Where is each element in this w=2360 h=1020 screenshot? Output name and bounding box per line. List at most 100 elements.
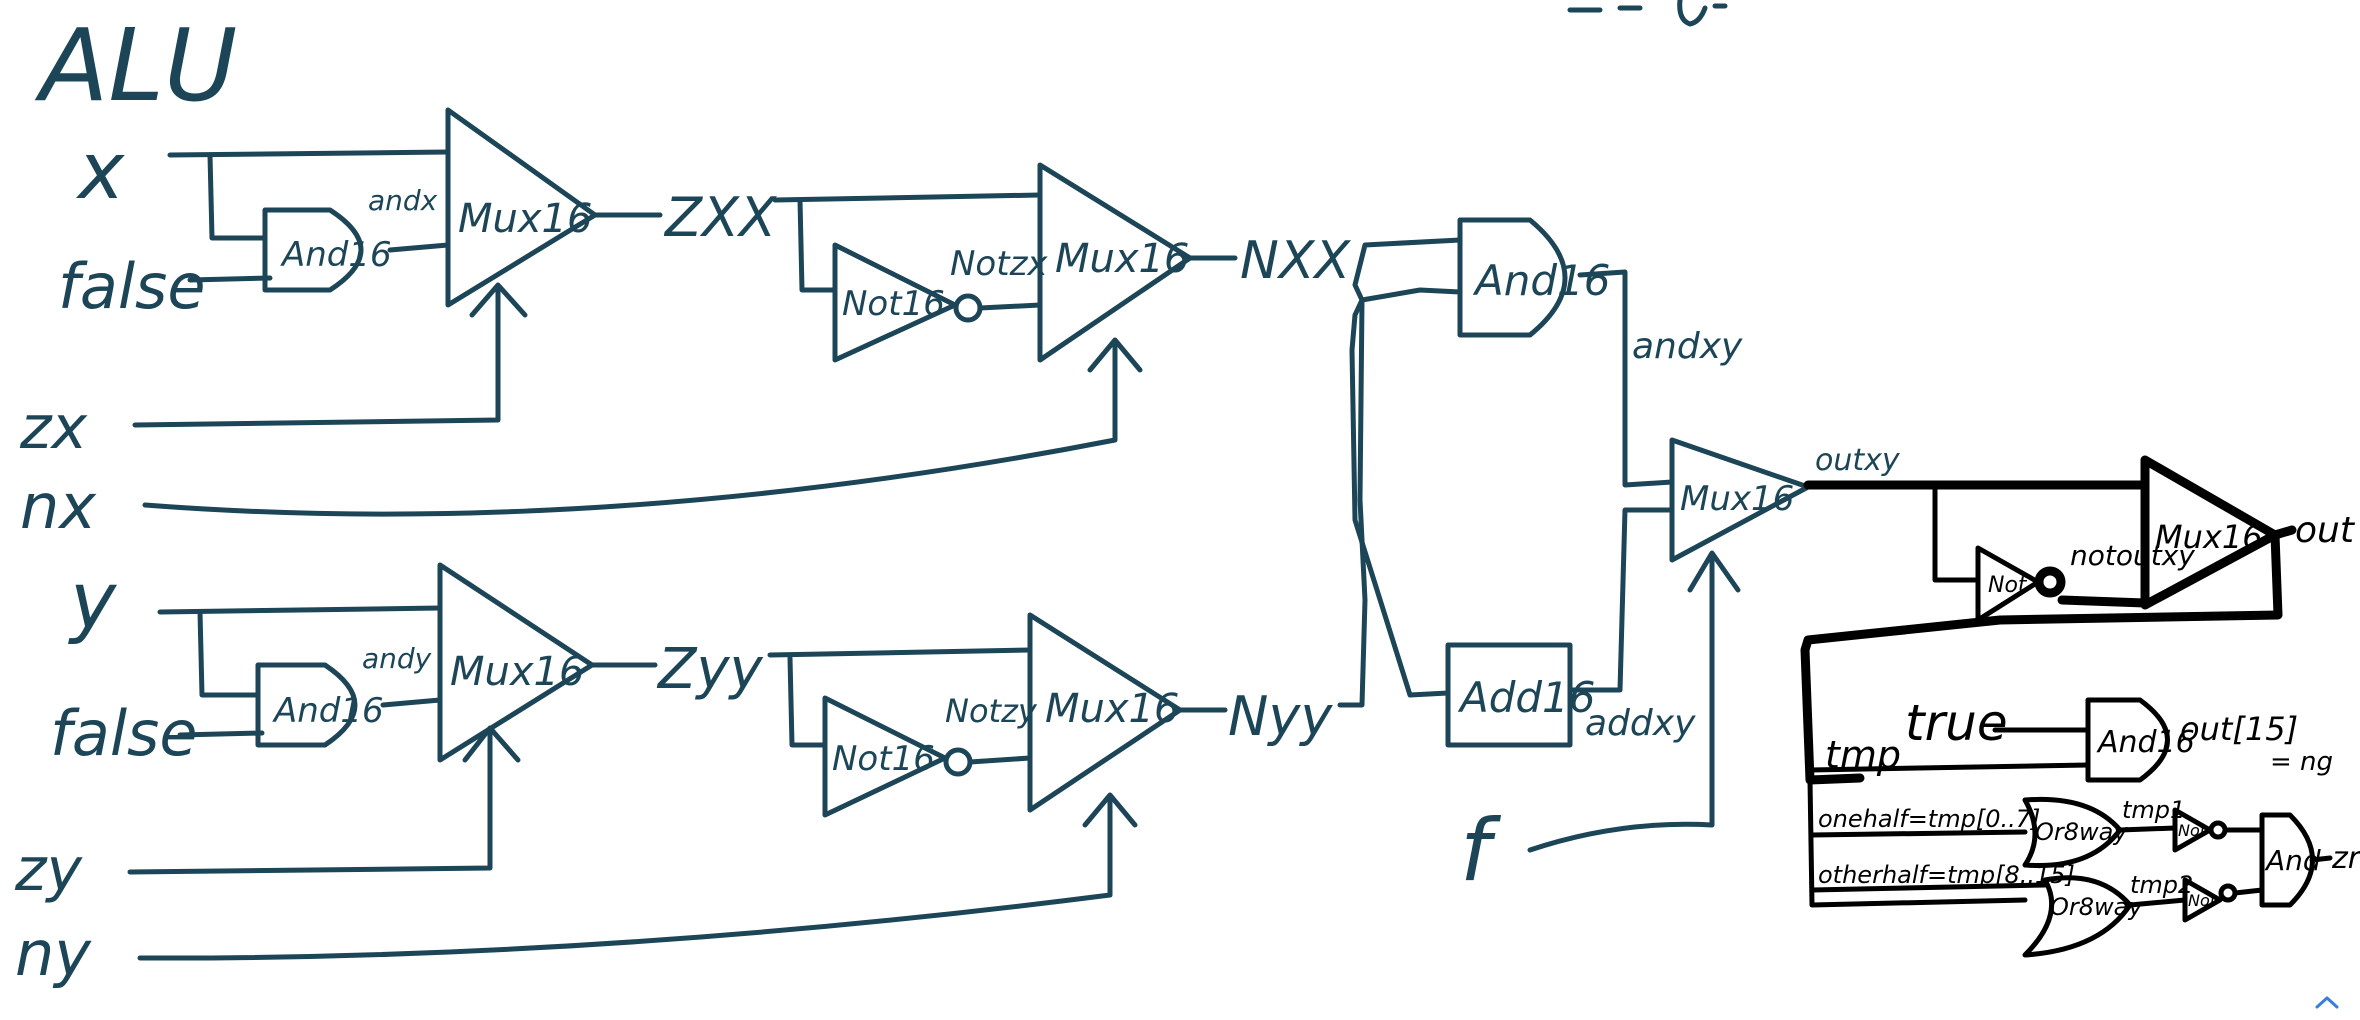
wire-f-select — [1527, 550, 1741, 853]
wire-otherhalf — [1809, 882, 2048, 893]
signal-andy-label: andy — [362, 642, 432, 675]
not-tmp1-gate — [2172, 807, 2213, 853]
input-y-label: y — [68, 557, 118, 647]
wire-addxy — [1567, 507, 1675, 693]
mux16-f-gate — [1669, 437, 1811, 563]
not16-y-label: Not16 — [832, 739, 935, 779]
flag-true-label: true — [1905, 694, 2008, 752]
wire-zy-select — [127, 725, 521, 875]
wire-nottmp2 — [2232, 887, 2265, 896]
and16-y-label: And16 — [272, 691, 384, 731]
not16-x-label: Not16 — [842, 284, 945, 324]
input-false-x-label: false — [58, 250, 206, 323]
wire-andx — [387, 242, 451, 253]
input-zx-label: zx — [19, 393, 87, 463]
mux16-no-gate — [2140, 455, 2280, 610]
flag-zr-label: zr — [2331, 841, 2360, 876]
wire-andy — [380, 697, 443, 708]
wire-notzy — [967, 755, 1033, 765]
add16-label: Add16 — [1457, 673, 1596, 722]
and16-y-gate — [255, 662, 358, 748]
mux16-y-gate — [437, 562, 595, 763]
not16-x-bubble — [953, 293, 983, 323]
and16-flag-label: And16 — [2096, 725, 2195, 760]
wire-tmp2 — [2127, 897, 2188, 908]
mux16-no-label: Mux16 — [2155, 518, 2263, 556]
wire-tmp-to-and16 — [1807, 762, 2091, 773]
signal-nxx-label: NXX — [1240, 231, 1352, 291]
mux16-y-label: Mux16 — [450, 649, 584, 695]
mux16-nx-label: Mux16 — [1055, 236, 1189, 282]
wire-nxx-to-gates — [1349, 237, 1463, 698]
wire-false-y-to-and — [177, 730, 265, 738]
add16-gate — [1445, 642, 1573, 748]
signal-outxy-label: outxy — [1815, 443, 1901, 478]
wire-nx-select — [142, 337, 1143, 517]
flag-onehalf-label: onehalf=tmp[0..7] — [1818, 805, 2040, 833]
or8way-2-gate — [2022, 875, 2133, 958]
or8way-1-gate — [2022, 796, 2123, 869]
scroll-up-button[interactable] — [2312, 992, 2342, 1012]
or8way-2-label: Or8way — [2050, 893, 2143, 921]
signal-notzy-label: Notzy — [945, 692, 1038, 730]
mux16-ny-label: Mux16 — [1045, 686, 1179, 732]
input-ny-label: ny — [15, 917, 92, 990]
signal-andxy-label: andxy — [1632, 326, 1743, 367]
wire-nyy-to-gates — [1337, 287, 1463, 708]
and16-xy-gate — [1457, 217, 1568, 338]
not-out-label: Not — [1988, 573, 2028, 598]
wire-onehalf — [1809, 829, 2028, 838]
wire-zr — [2309, 855, 2333, 863]
wire-outxy-to-not — [1932, 482, 1981, 583]
input-false-y-label: false — [50, 697, 198, 770]
signal-notoutxy-label: notoutxy — [2070, 539, 2195, 572]
and16-x-label: And16 — [280, 235, 392, 275]
flag-out15-label: out[15] — [2180, 710, 2298, 748]
signal-notzx-label: Notzx — [950, 244, 1048, 284]
wire-zyy-to-not — [787, 655, 828, 748]
wire-notoutxy — [2057, 595, 2150, 608]
wire-zxx-to-mux — [772, 192, 1043, 203]
not-out-gate — [1975, 545, 2041, 623]
not16-y-bubble — [943, 747, 973, 777]
wire-zx-select — [132, 282, 528, 428]
mux16-ny-gate — [1027, 612, 1183, 813]
flag-ng-label: = ng — [2270, 747, 2333, 777]
input-nx-label: nx — [20, 470, 97, 543]
wire-andxy — [1577, 269, 1675, 488]
not-tmp1-label: Not — [2178, 821, 2207, 840]
wire-tmp1 — [2117, 825, 2178, 833]
and16-xy-label: And16 — [1472, 256, 1610, 305]
mux16-x-label: Mux16 — [458, 196, 592, 242]
wire-x-to-and — [207, 152, 268, 241]
wire-x-to-mux — [167, 149, 451, 158]
wire-zxx-to-not — [797, 197, 838, 293]
output-out-label: out — [2295, 510, 2356, 551]
mux16-nx-gate — [1037, 162, 1193, 363]
signal-zxx-label: ZXX — [663, 186, 777, 249]
input-x-label: x — [75, 127, 125, 217]
not16-y-gate — [822, 695, 948, 818]
wire-y-to-and — [197, 609, 261, 698]
mux16-f-label: Mux16 — [1680, 479, 1794, 519]
and-zr-gate — [2259, 812, 2315, 908]
or8way-1-label: Or8way — [2035, 818, 2128, 846]
input-f-label: f — [1460, 801, 1502, 901]
and16-flag-gate — [2085, 697, 2170, 783]
wire-y-to-mux — [157, 605, 443, 615]
input-zy-label: zy — [14, 835, 83, 905]
chevron-up-icon — [2315, 996, 2339, 1009]
signal-andx-label: andx — [368, 184, 438, 217]
not-tmp2-gate — [2182, 877, 2223, 923]
signal-nyy-label: Nyy — [1228, 685, 1333, 748]
wire-ny-select — [137, 792, 1138, 961]
not-tmp2-label: Not — [2188, 891, 2217, 910]
signal-addxy-label: addxy — [1585, 703, 1696, 744]
mux16-x-gate — [445, 107, 598, 308]
wire-zyy-to-mux — [767, 647, 1033, 658]
edge-scribble — [1567, 0, 1728, 27]
not16-x-gate — [832, 242, 958, 363]
and16-x-gate — [262, 207, 364, 293]
wire-tmp-to-zr — [1807, 777, 2028, 908]
